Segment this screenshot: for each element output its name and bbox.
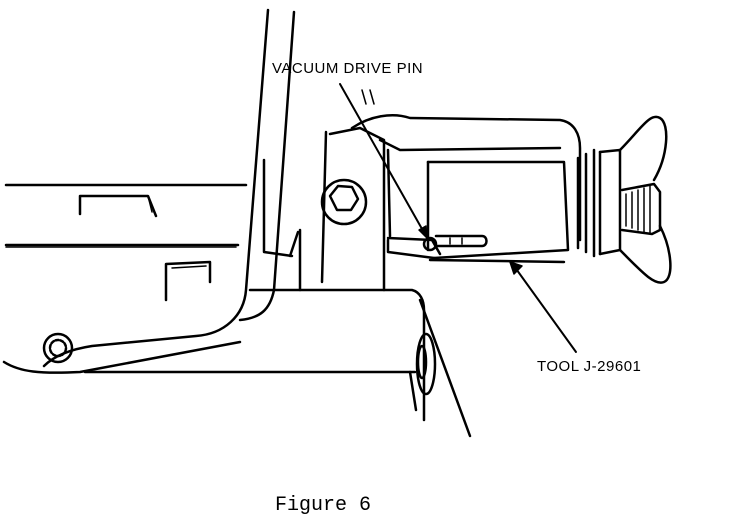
housing-slot-lower bbox=[164, 260, 212, 302]
wing-nut-assembly bbox=[576, 115, 672, 284]
housing-body bbox=[2, 183, 417, 374]
mounting-flange bbox=[248, 126, 437, 422]
vacuum-drive-pin-label: VACUUM DRIVE PIN bbox=[272, 60, 424, 77]
hex-bolt bbox=[320, 178, 368, 226]
vacuum-drive-pin bbox=[422, 234, 488, 252]
figure-caption: Figure 6 bbox=[275, 494, 372, 517]
tool-label: TOOL J-29601 bbox=[537, 358, 642, 375]
leader-tool bbox=[509, 261, 577, 353]
strap bbox=[42, 8, 296, 368]
leader-vacuum-drive-pin bbox=[339, 83, 428, 239]
tool-body bbox=[350, 114, 582, 264]
housing-slot-upper bbox=[78, 194, 158, 218]
vacuum-line bbox=[418, 298, 472, 438]
threaded-hole bbox=[42, 332, 74, 364]
